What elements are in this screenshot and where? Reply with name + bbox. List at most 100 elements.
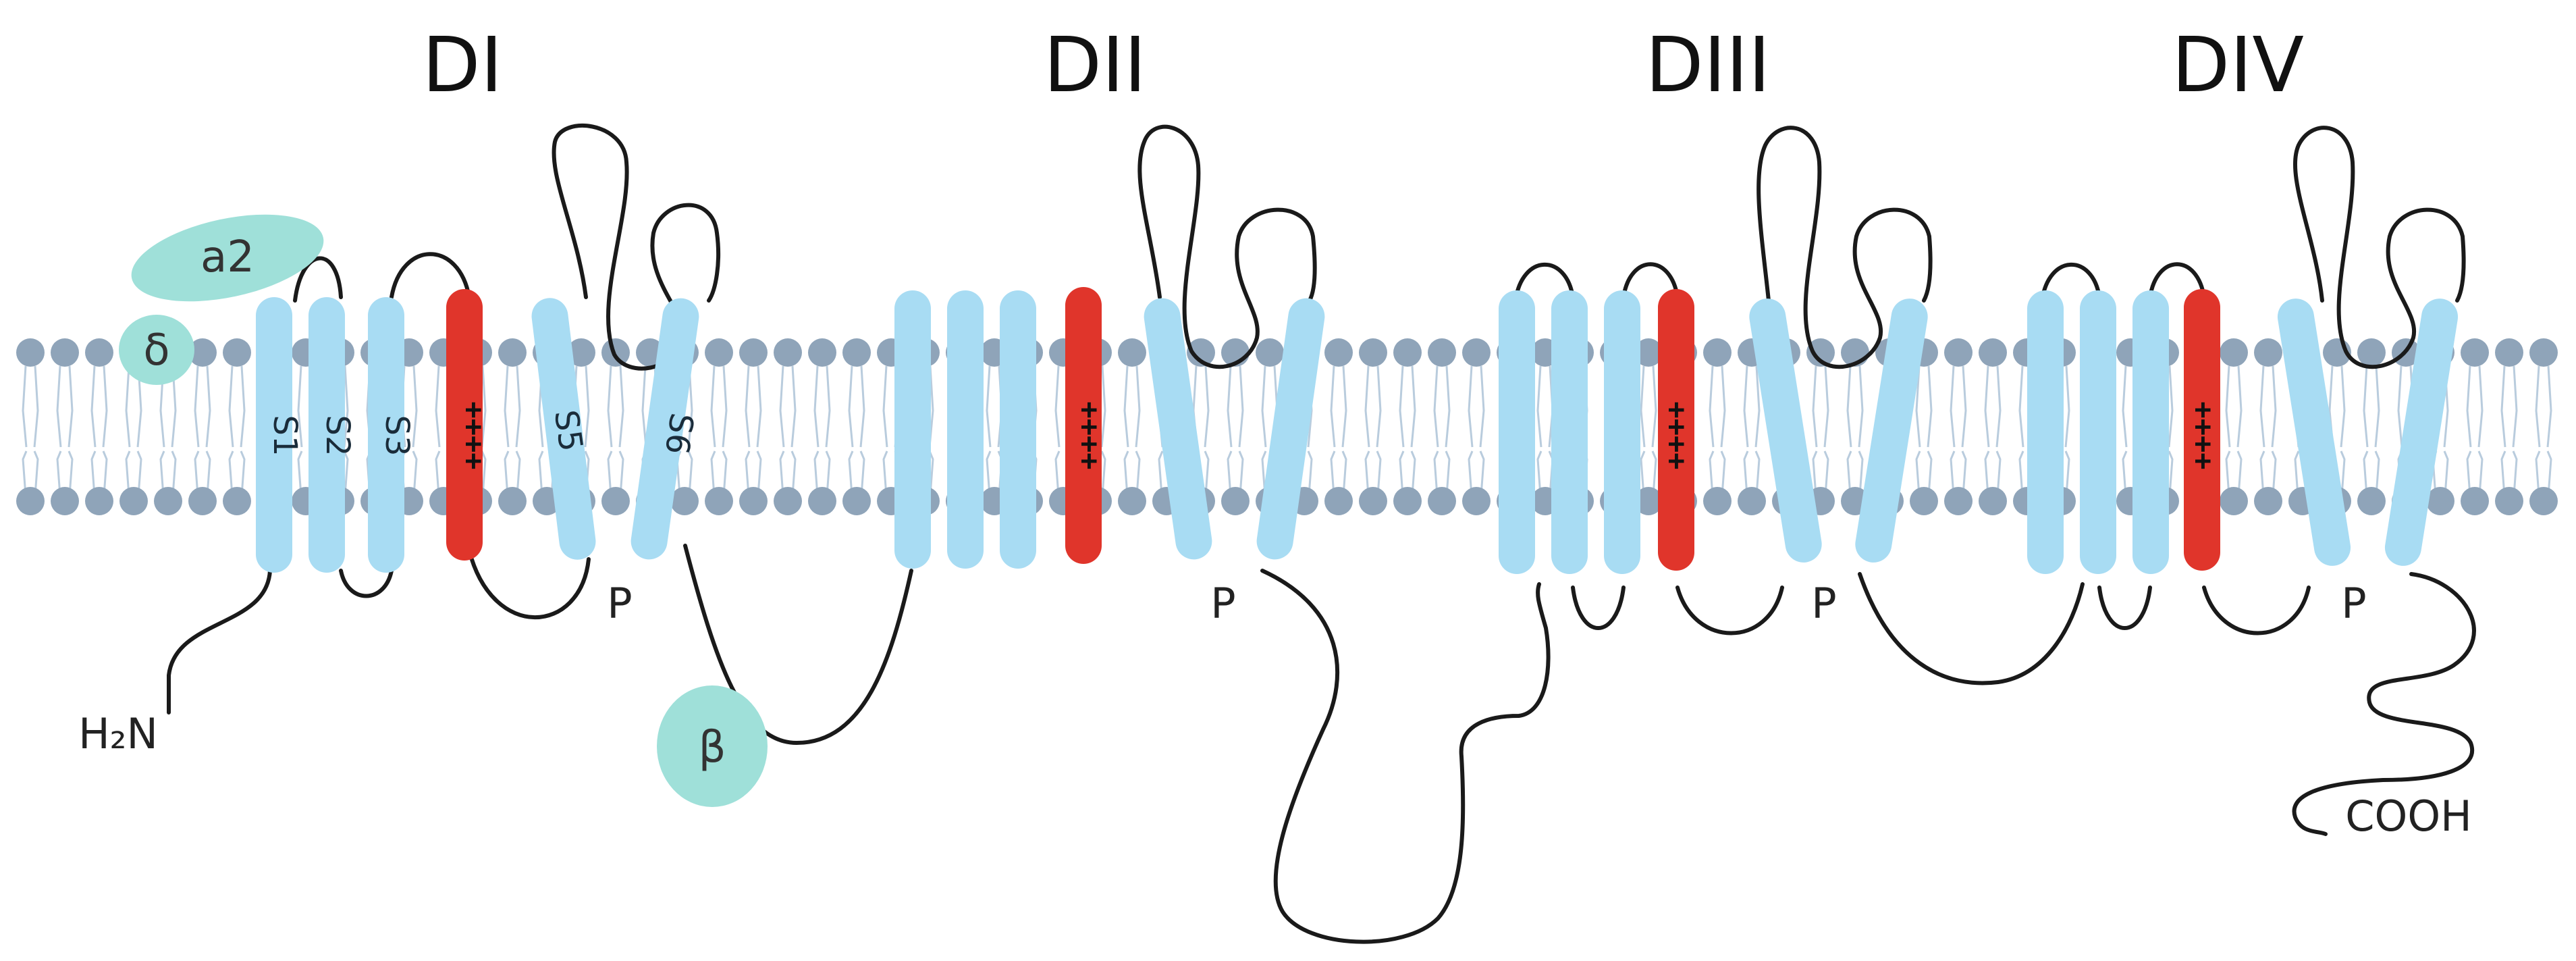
lipid-tail-upper: [504, 365, 521, 448]
lipid-tail-lower: [607, 450, 624, 496]
pore-label-dii: P: [1210, 579, 1235, 628]
lipid-head: [1256, 338, 1284, 367]
loop-di-s1-s2: [293, 256, 343, 303]
lipid-head: [1324, 487, 1353, 515]
lipid-head: [1359, 338, 1387, 367]
lipid-tail-upper: [228, 365, 246, 448]
lipid-tail-lower: [1330, 450, 1347, 496]
lipid-head: [1806, 338, 1835, 367]
c-terminus-label: COOH: [2345, 791, 2472, 841]
lipid-tail-upper: [1536, 365, 1554, 448]
lipid-tail-lower: [2500, 450, 2518, 496]
lipid-tail-lower: [745, 450, 762, 496]
loop-diii-s1-s2: [1513, 262, 1575, 303]
loop-div-s4-s5: [2202, 586, 2311, 635]
lipid-head: [705, 487, 733, 515]
loop-div-s3-s4: [2148, 262, 2206, 299]
lipid-tail-lower: [1123, 450, 1141, 496]
lipid-tail-upper: [2363, 365, 2380, 448]
lipid-tail-upper: [813, 365, 831, 448]
alpha2-subunit-shape: [131, 214, 324, 302]
lipid-head: [1979, 487, 2007, 515]
loop-di-s2-s3: [339, 569, 394, 598]
lipid-tail-upper: [2225, 365, 2243, 448]
lipid-tail-lower: [2225, 450, 2243, 496]
lipid-head: [188, 487, 217, 515]
lipid-head: [601, 487, 630, 515]
transmembrane-helix: [2132, 290, 2169, 574]
lipid-head: [2220, 487, 2248, 515]
n-terminus-label: H₂N: [78, 709, 158, 758]
lipid-tail-upper: [90, 365, 108, 448]
loop-div-s2-s3: [2097, 586, 2152, 630]
lipid-head: [1393, 338, 1422, 367]
voltage-sensor-charge-dii: ++++: [1073, 401, 1106, 469]
lipid-head: [1393, 487, 1422, 515]
lipid-head: [119, 487, 148, 515]
lipid-head: [842, 338, 871, 367]
transmembrane-helix: [2027, 290, 2064, 574]
lipid-head: [223, 487, 251, 515]
lipid-tail-upper: [2500, 365, 2518, 448]
lipid-head: [2529, 338, 2558, 367]
voltage-sensor-charge-div: ++++: [2187, 401, 2220, 469]
lipid-tail-lower: [1433, 450, 1451, 496]
lipid-head: [2357, 338, 2386, 367]
lipid-tail-upper: [986, 365, 1003, 448]
lipid-head: [774, 487, 802, 515]
lipid-head: [498, 338, 527, 367]
lipid-tail-lower: [504, 450, 521, 496]
lipid-tail-lower: [2259, 450, 2277, 496]
lipid-head: [1944, 487, 1973, 515]
lipid-head: [2357, 487, 2386, 515]
loop-diii-s3-s4: [1621, 262, 1680, 299]
lipid-head: [85, 338, 113, 367]
lipid-head: [51, 487, 79, 515]
lipid-head: [739, 338, 768, 367]
segment-label-s3: S3: [378, 415, 416, 456]
lipid-tail-lower: [1468, 450, 1485, 496]
lipid-head: [1462, 487, 1491, 515]
lipid-head: [2220, 338, 2248, 367]
lipid-tail-upper: [2535, 365, 2552, 448]
pore-label-diii: P: [1811, 579, 1836, 628]
lipid-head: [2254, 487, 2282, 515]
lipid-head: [1221, 487, 1250, 515]
lipid-head: [1118, 338, 1146, 367]
transmembrane-helix: [256, 297, 292, 573]
transmembrane-helix: [1499, 290, 1535, 574]
lipid-tail-lower: [2363, 450, 2380, 496]
lipid-tail-lower: [125, 450, 142, 496]
lipid-head: [188, 338, 217, 367]
loop-div-s1-s2: [2040, 262, 2101, 303]
pore-loop-div: [2292, 126, 2466, 369]
lipid-tail-lower: [228, 450, 246, 496]
lipid-head: [1703, 487, 1732, 515]
delta-subunit-label: δ: [143, 326, 169, 375]
lipid-head: [1944, 338, 1973, 367]
lipid-tail-lower: [1364, 450, 1382, 496]
lipid-tail-upper: [1227, 365, 1244, 448]
lipid-head: [2254, 338, 2282, 367]
lipid-head: [1118, 487, 1146, 515]
lipid-tail-upper: [1709, 365, 1726, 448]
n-terminal-tail: [167, 569, 272, 715]
lipid-tail-lower: [56, 450, 74, 496]
lipid-tail-lower: [1812, 450, 1829, 496]
pore-loop-di: [552, 124, 721, 371]
lipid-head: [739, 487, 768, 515]
transmembrane-helices: [256, 287, 2459, 574]
transmembrane-helix: [2080, 290, 2116, 574]
lipid-tail-upper: [1915, 365, 1933, 448]
lipid-tail-lower: [1227, 450, 1244, 496]
lipid-tail-upper: [1950, 365, 1967, 448]
lipid-head: [2461, 487, 2489, 515]
transmembrane-helix: [1000, 290, 1036, 569]
lipid-tail-lower: [1640, 450, 1657, 496]
lipid-head: [2426, 487, 2454, 515]
loop-diii-div: [1858, 572, 2085, 685]
lipid-head: [1634, 487, 1663, 515]
loop-di-s3-s4: [390, 252, 471, 299]
voltage-sensor-helix-s4: [1065, 287, 1102, 564]
lipid-tail-upper: [1640, 365, 1657, 448]
